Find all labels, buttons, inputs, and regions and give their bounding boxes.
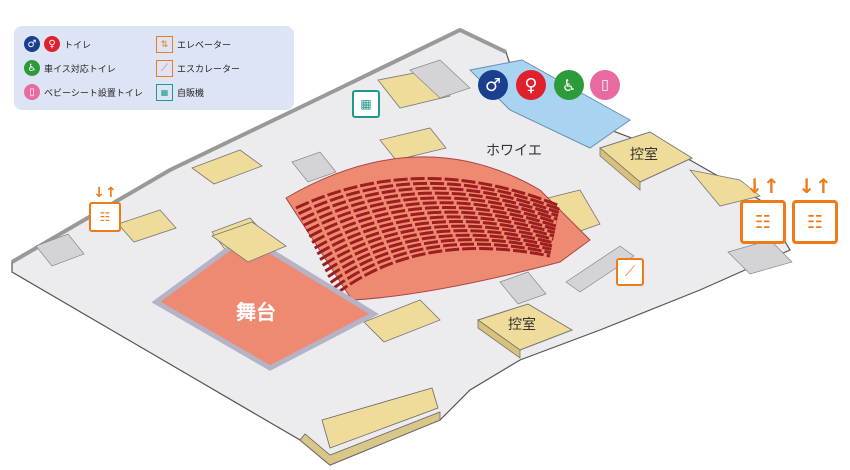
elevator-icon: ☷ xyxy=(89,202,121,232)
vending-machine-icon: ▦ xyxy=(156,84,173,101)
legend-baby-label: ベビーシート設置トイレ xyxy=(44,88,143,99)
elevator-icon: ⇅ xyxy=(156,36,173,53)
vending-machine-icon[interactable]: ▦ xyxy=(352,90,380,118)
toilet-women-marker[interactable]: ♀ xyxy=(516,70,546,100)
baby-seat-icon: ▯ xyxy=(590,70,620,100)
toilet-men-marker[interactable]: ♂ xyxy=(478,70,508,100)
green-room-label-lower: 控室 xyxy=(508,317,536,333)
woman-icon: ♀ xyxy=(516,70,546,100)
wheelchair-icon: ♿ xyxy=(24,60,40,76)
seat-row xyxy=(300,186,560,221)
legend-accessible-label: 車イス対応トイレ xyxy=(44,64,116,75)
baby-seat-icon: ▯ xyxy=(24,84,40,100)
elevator-left-marker[interactable]: ↓↑ ☷ xyxy=(88,186,122,236)
legend-vending: ▦ 自販機 xyxy=(156,84,204,101)
seat-row xyxy=(321,224,554,267)
seat-row xyxy=(335,247,551,296)
elevator-right-marker-2[interactable]: ↓↑ ☷ xyxy=(790,176,840,250)
stairs xyxy=(35,59,793,305)
seat-row xyxy=(303,191,559,227)
man-icon: ♂ xyxy=(478,70,508,100)
woman-icon: ♀ xyxy=(44,36,60,52)
legend-escalator-label: エスカレーター xyxy=(177,65,241,75)
legend-elevator: ⇅ エレベーター xyxy=(156,36,231,53)
seat-row xyxy=(324,229,554,273)
baby-seat-marker[interactable]: ▯ xyxy=(590,70,620,100)
seat-row xyxy=(311,205,557,244)
accessible-toilet-marker[interactable]: ♿ xyxy=(554,70,584,100)
elevator-arrows-icon: ↓↑ xyxy=(746,174,780,198)
legend-toilet: ♂ ♀ トイレ xyxy=(24,36,91,52)
toilet-block xyxy=(468,59,631,149)
legend: ♂ ♀ トイレ ♿ 車イス対応トイレ ▯ ベビーシート設置トイレ ⇅ エレベータ… xyxy=(14,26,294,110)
wheelchair-icon: ♿ xyxy=(554,70,584,100)
legend-vending-label: 自販機 xyxy=(177,89,205,99)
escalator-icon: ⟋ xyxy=(156,60,173,77)
escalator-icon[interactable]: ⟋ xyxy=(616,258,644,286)
seat-row xyxy=(305,196,558,233)
seat-row xyxy=(313,210,556,250)
seat-row xyxy=(316,215,556,256)
seat-rows xyxy=(295,177,561,296)
legend-elevator-label: エレベーター xyxy=(177,41,232,51)
foyer-label: ホワイエ xyxy=(486,143,542,159)
elevator-arrows-icon: ↓↑ xyxy=(798,174,832,198)
elevator-icon: ☷ xyxy=(792,200,838,244)
man-icon: ♂ xyxy=(24,36,40,52)
legend-baby: ▯ ベビーシート設置トイレ xyxy=(24,84,143,100)
elevator-right-marker-1[interactable]: ↓↑ ☷ xyxy=(738,176,788,250)
legend-toilet-label: トイレ xyxy=(64,40,92,51)
seat-row xyxy=(319,220,555,261)
stage-label: 舞台 xyxy=(236,300,276,324)
seat-row xyxy=(332,242,551,290)
seat-row xyxy=(308,201,558,238)
legend-accessible: ♿ 車イス対応トイレ xyxy=(24,60,116,76)
seat-row xyxy=(298,181,560,216)
seat-row xyxy=(329,238,552,284)
legend-escalator: ⟋ エスカレーター xyxy=(156,60,240,77)
seat-row xyxy=(327,233,553,279)
seat-row xyxy=(295,177,561,210)
elevator-icon: ☷ xyxy=(740,200,786,244)
green-room-label-upper: 控室 xyxy=(630,147,658,163)
stage-floor xyxy=(151,232,380,371)
elevator-arrows-icon: ↓↑ xyxy=(93,185,117,201)
